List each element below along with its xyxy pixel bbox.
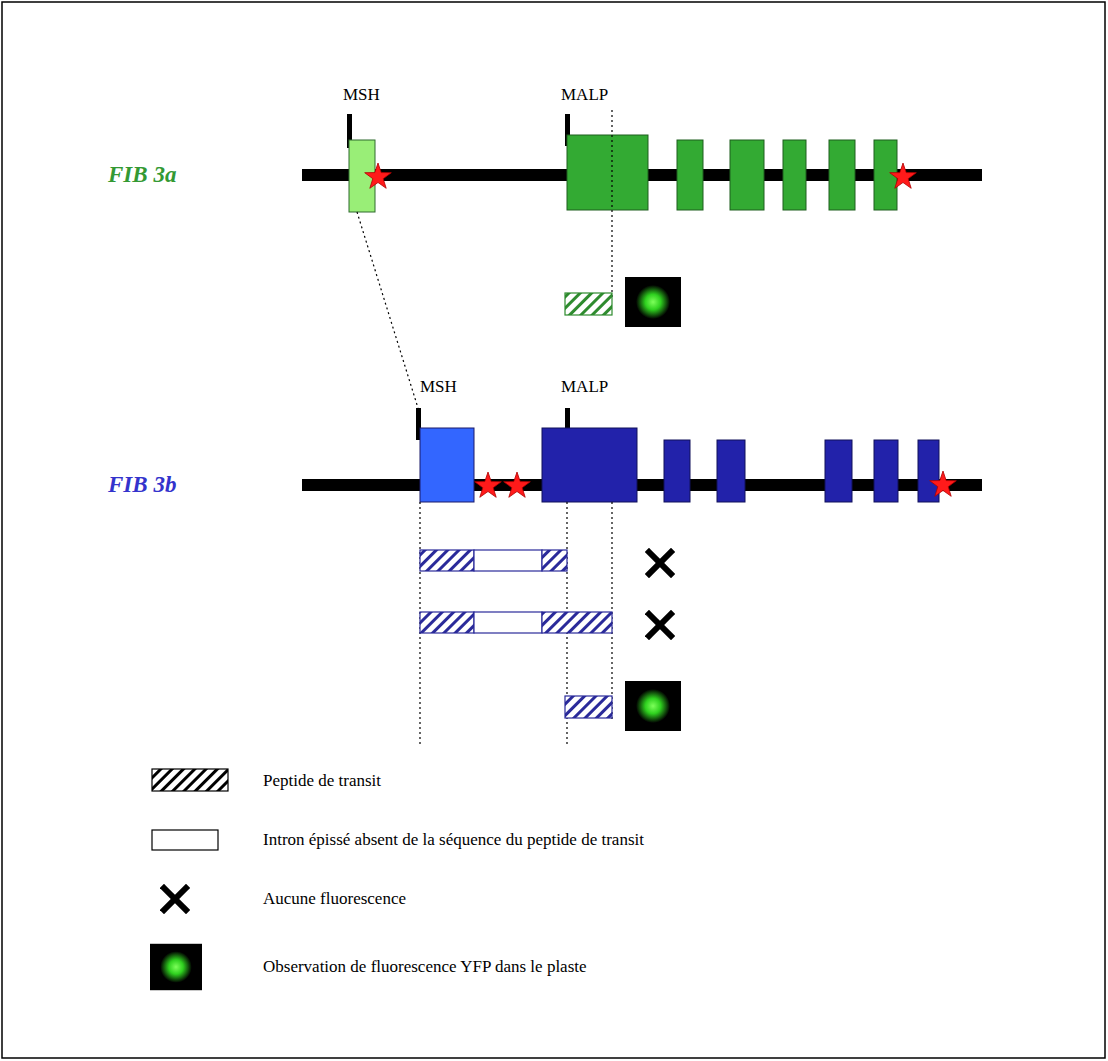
site-label: MSH [420, 377, 457, 397]
gene-name: FIB 3a [108, 161, 176, 189]
legend-text: Intron épissé absent de la séquence du p… [263, 830, 644, 850]
site-label: MSH [343, 85, 380, 105]
gene-name: FIB 3b [108, 471, 176, 499]
legend-text: Observation de fluorescence YFP dans le … [263, 957, 587, 977]
legend-text: Aucune fluorescence [263, 889, 406, 909]
site-label: MALP [561, 85, 608, 105]
legend-text: Peptide de transit [263, 771, 381, 791]
site-label: MALP [561, 377, 608, 397]
